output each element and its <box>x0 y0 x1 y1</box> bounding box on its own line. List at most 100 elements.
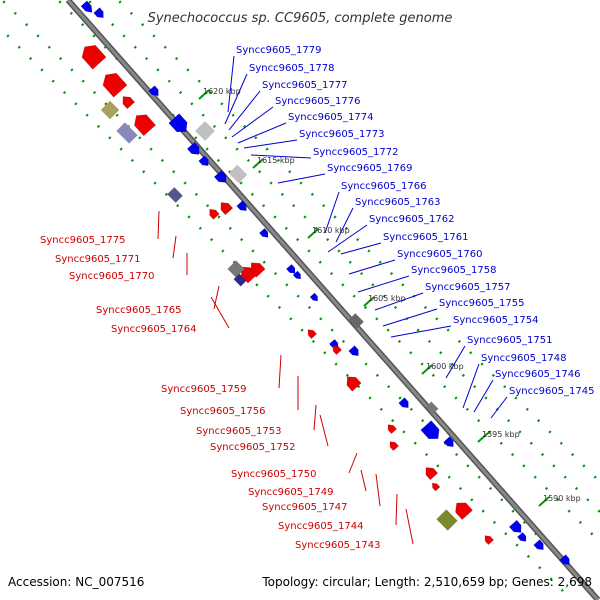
reverse-leader-line <box>213 285 220 310</box>
reverse-gene-label: Syncc9605_1743 <box>295 540 381 551</box>
forward-gene-arrow <box>186 141 200 155</box>
tick-label: 1590 kbp <box>543 494 581 503</box>
reverse-gene-label: Syncc9605_1765 <box>96 305 182 316</box>
forward-gene-arrow <box>508 519 522 533</box>
feature-block <box>348 313 364 329</box>
forward-gene-arrow <box>517 531 527 542</box>
reverse-leader-line <box>348 452 358 474</box>
reverse-leader-line <box>395 493 398 526</box>
reverse-gene-arrow <box>332 345 342 356</box>
tick-label: 1615 kbp <box>257 156 295 165</box>
tick-label: 1620 kbp <box>203 87 241 96</box>
gene-labels: Syncc9605_1779Syncc9605_1778Syncc9605_17… <box>40 45 595 551</box>
dotted-ring-5 <box>116 0 600 484</box>
reverse-leader-line <box>157 210 160 240</box>
tick-label: 1605 kbp <box>368 294 406 303</box>
reverse-gene-arrow <box>346 376 362 392</box>
reverse-gene-arrow <box>389 441 399 452</box>
reverse-gene-label: Syncc9605_1771 <box>55 254 141 265</box>
reverse-gene-label: Syncc9605_1775 <box>40 235 126 246</box>
feature-block <box>228 164 248 184</box>
forward-gene-arrow <box>286 263 296 274</box>
forward-gene-label: Syncc9605_1763 <box>355 197 441 208</box>
forward-gene-label: Syncc9605_1758 <box>411 265 497 276</box>
reverse-leader-line <box>405 508 414 545</box>
label-leader-lines <box>157 55 508 545</box>
forward-leader-line <box>335 207 354 243</box>
reverse-gene-arrow <box>122 96 136 110</box>
forward-gene-arrow <box>213 169 227 183</box>
forward-gene-arrow <box>398 397 409 408</box>
forward-gene-label: Syncc9605_1773 <box>299 129 385 140</box>
forward-leader-line <box>227 55 235 113</box>
forward-gene-arrow <box>420 420 440 440</box>
tick-label: 1600 kbp <box>426 362 464 371</box>
forward-leader-line <box>357 275 410 293</box>
forward-gene-label: Syncc9605_1746 <box>495 369 581 380</box>
forward-gene-label: Syncc9605_1757 <box>425 282 511 293</box>
forward-gene-arrow <box>93 7 104 18</box>
forward-leader-line <box>277 173 326 184</box>
forward-gene-arrow <box>168 113 188 133</box>
forward-gene-label: Syncc9605_1774 <box>288 112 374 123</box>
forward-gene-label: Syncc9605_1754 <box>453 315 539 326</box>
forward-gene-label: Syncc9605_1748 <box>481 353 567 364</box>
forward-gene-arrow <box>198 155 209 166</box>
forward-gene-arrow <box>148 85 159 96</box>
forward-leader-line <box>445 345 466 379</box>
forward-leader-line <box>462 363 480 409</box>
reverse-gene-arrow <box>250 262 266 278</box>
forward-leader-line <box>340 242 382 255</box>
reverse-leader-line <box>313 404 317 431</box>
forward-gene-arrow <box>236 200 247 211</box>
forward-leader-line <box>382 308 438 327</box>
backbone-line <box>66 0 600 600</box>
reverse-leader-line <box>278 354 282 389</box>
forward-gene-label: Syncc9605_1772 <box>313 147 399 158</box>
feature-block <box>425 401 439 415</box>
forward-gene-label: Syncc9605_1762 <box>369 214 455 225</box>
reverse-gene-arrow <box>484 535 494 546</box>
reverse-gene-label: Syncc9605_1753 <box>196 426 282 437</box>
forward-gene-arrow <box>348 345 359 356</box>
reverse-gene-arrow <box>425 467 439 481</box>
reverse-gene-arrow <box>432 482 441 492</box>
forward-gene-label: Syncc9605_1751 <box>467 335 553 346</box>
forward-leader-line <box>243 139 298 149</box>
forward-gene-label: Syncc9605_1761 <box>383 232 469 243</box>
feature-block <box>116 122 138 144</box>
feature-block <box>167 187 183 203</box>
tick-label: 1595 kbp <box>482 430 520 439</box>
reverse-leader-line <box>172 235 177 259</box>
feature-block <box>100 100 120 120</box>
reverse-gene-label: Syncc9605_1744 <box>278 521 364 532</box>
genome-backbone <box>65 0 600 600</box>
forward-gene-arrow <box>443 436 454 447</box>
reverse-gene-label: Syncc9605_1750 <box>231 469 317 480</box>
forward-leader-line <box>237 122 287 144</box>
feature-block <box>195 121 215 141</box>
forward-gene-label: Syncc9605_1760 <box>397 249 483 260</box>
feature-block <box>436 509 458 531</box>
genome-summary-text: Topology: circular; Length: 2,510,659 bp… <box>261 575 592 589</box>
forward-gene-label: Syncc9605_1776 <box>275 96 361 107</box>
reverse-gene-label: Syncc9605_1764 <box>111 324 197 335</box>
accession-text: Accession: NC_007516 <box>8 575 144 589</box>
tick-mark <box>477 432 489 443</box>
forward-gene-label: Syncc9605_1766 <box>341 181 427 192</box>
forward-gene-label: Syncc9605_1779 <box>236 45 322 56</box>
reverse-gene-arrow <box>102 72 128 98</box>
tick-mark <box>538 496 550 507</box>
forward-gene-arrow <box>309 292 318 302</box>
reverse-gene-arrow <box>81 44 107 70</box>
forward-leader-line <box>250 154 312 159</box>
reverse-gene-label: Syncc9605_1747 <box>262 502 348 513</box>
forward-leader-line <box>224 73 248 125</box>
forward-leader-line <box>473 379 494 413</box>
forward-gene-arrow <box>559 554 570 565</box>
tick-mark <box>252 158 264 169</box>
map-title: Synechococcus sp. CC9605, complete genom… <box>148 11 453 26</box>
gene-features <box>80 0 570 565</box>
reverse-gene-label: Syncc9605_1756 <box>180 406 266 417</box>
